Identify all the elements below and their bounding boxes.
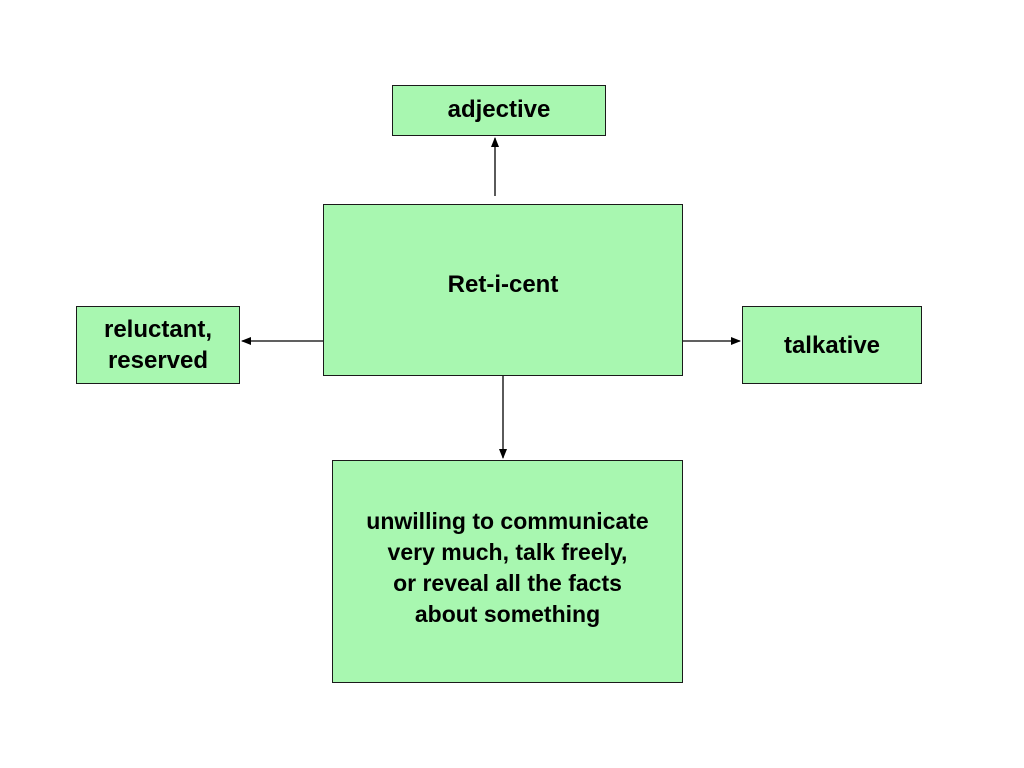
synonym-box: reluctant, reserved (76, 306, 240, 384)
definition-label: unwilling to communicate very much, talk… (366, 507, 649, 627)
synonym-label: reluctant, reserved (103, 316, 213, 374)
part-of-speech-label: adjective (447, 96, 551, 123)
antonym-label: talkative (783, 331, 881, 359)
antonym-box: talkative (742, 306, 922, 384)
word-box: Ret-i-cent (323, 204, 683, 376)
part-of-speech-box: adjective (392, 85, 606, 136)
word-label: Ret-i-cent (447, 270, 559, 298)
definition-box: unwilling to communicate very much, talk… (332, 460, 683, 683)
